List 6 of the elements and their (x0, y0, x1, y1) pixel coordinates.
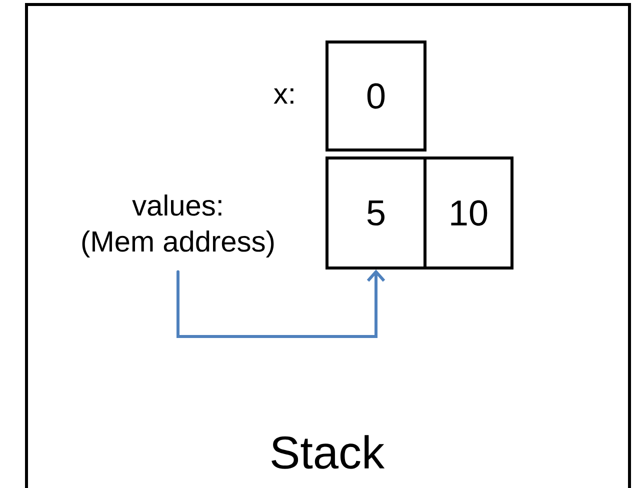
memory-cell: 0 (326, 40, 426, 152)
variable-label: x: (274, 88, 294, 104)
memory-cell: 10 (424, 156, 514, 270)
arrow (176, 270, 386, 338)
variable-label: values: (Mem address) (82, 194, 274, 258)
memory-cell: 5 (326, 156, 426, 270)
